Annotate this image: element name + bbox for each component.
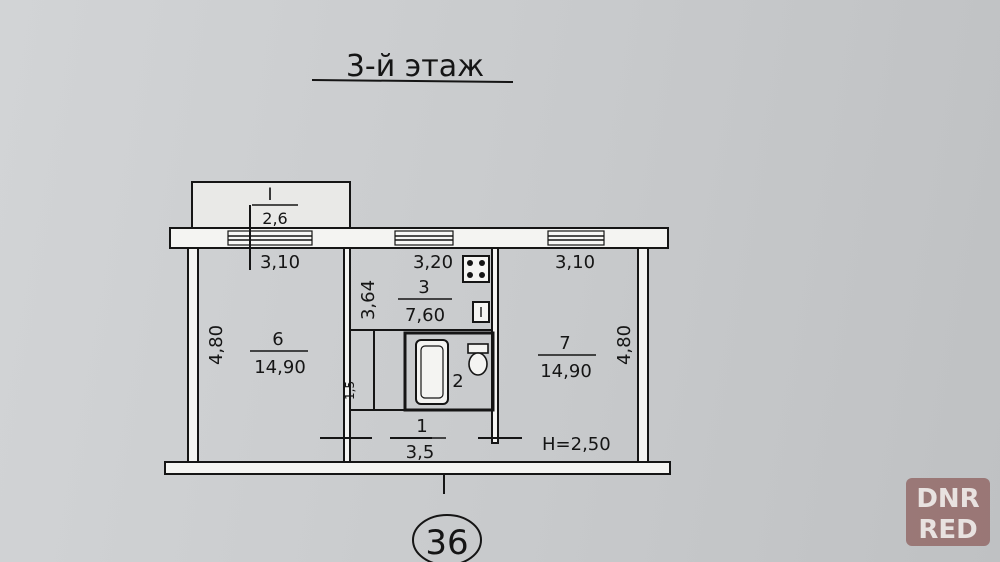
watermark-line1: DNR <box>916 484 979 514</box>
apartment-number-circle <box>412 514 482 562</box>
watermark-line2: RED <box>918 515 977 545</box>
toilet-icon <box>467 343 489 376</box>
room-7-area: 14,90 <box>540 361 592 382</box>
room-7-length: 4,80 <box>614 325 635 365</box>
room-6-number: 6 <box>272 329 283 350</box>
stove-icon <box>462 255 490 283</box>
room-7-width: 3,10 <box>555 252 595 273</box>
sink-icon <box>472 301 490 323</box>
window-room-3 <box>394 230 454 246</box>
balcony-number: I <box>267 185 272 205</box>
title-underline <box>311 79 514 83</box>
room-6-length: 4,80 <box>206 325 227 365</box>
room-1-number: 1 <box>416 416 427 437</box>
exterior-wall-right <box>637 247 649 467</box>
room-6-area: 14,90 <box>254 357 306 378</box>
room-2-number: 2 <box>452 371 463 392</box>
window-room-6 <box>227 230 313 246</box>
exterior-wall-left <box>187 247 199 467</box>
apartment-number: 36 <box>425 523 468 562</box>
room-3-area: 7,60 <box>405 305 445 326</box>
watermark-logo: DNR RED <box>906 478 990 546</box>
window-room-7 <box>547 230 605 246</box>
bathroom-outline <box>403 331 495 412</box>
ceiling-height: H=2,50 <box>542 434 611 455</box>
balcony-area: 2,6 <box>262 209 287 228</box>
room-6-width: 3,10 <box>260 252 300 273</box>
bathtub-icon <box>415 339 449 405</box>
closet-dim: 1,5 <box>343 381 357 400</box>
room-1-area: 3,5 <box>406 442 435 463</box>
room-3-length: 3,64 <box>358 280 379 320</box>
closet <box>349 329 375 411</box>
room-7-number: 7 <box>559 333 570 354</box>
floor-title: 3-й этаж <box>346 49 484 84</box>
exterior-wall-bottom <box>164 461 671 475</box>
room-3-width: 3,20 <box>413 252 453 273</box>
room-3-number: 3 <box>418 277 429 298</box>
